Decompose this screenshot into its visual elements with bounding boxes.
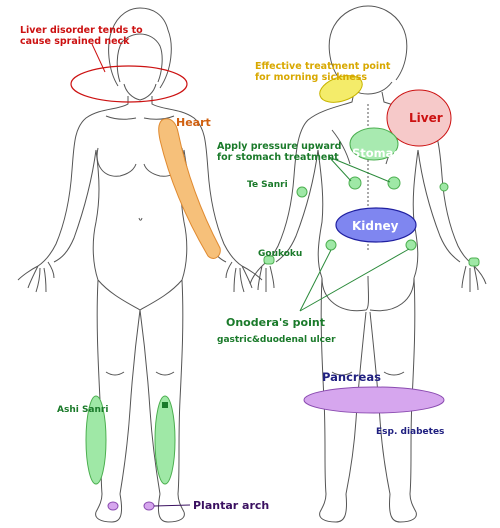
plantar-point-left: [107, 501, 119, 511]
plantar-leader: [153, 504, 191, 507]
label-onodera: Onodera's point: [226, 316, 325, 329]
stomach-point-left: [348, 176, 362, 190]
liver-zone: [386, 89, 452, 147]
label-morning-1: Effective treatment point: [255, 61, 391, 72]
stomach-point-right: [387, 176, 401, 190]
ashi-sanri-zone-right: [154, 395, 176, 485]
label-stomach-2: for stomach treatment: [217, 152, 339, 163]
label-pancreas: Pancreas: [322, 370, 381, 384]
label-liver: Liver: [409, 111, 443, 125]
plantar-point-right: [143, 501, 155, 511]
label-stomach: Stomach: [352, 146, 408, 160]
goukoku-point-right: [468, 257, 480, 267]
label-goukoku: Goukoku: [258, 249, 302, 259]
back-body-outline: [249, 5, 487, 523]
leader-lines: [299, 156, 410, 312]
stomach-zone: [349, 127, 399, 161]
label-te-sanri: Te Sanri: [247, 180, 288, 190]
label-morning-2: for morning sickness: [255, 72, 367, 83]
label-stomach-1: Apply pressure upward: [217, 141, 341, 152]
label-liver-neck-1: Liver disorder tends to: [20, 25, 143, 36]
onodera-point-right: [405, 239, 417, 251]
front-body-outline: [17, 7, 263, 523]
pancreas-zone: [303, 386, 445, 414]
morning-sickness-zone: [319, 75, 363, 103]
heart-meridian-zone: [158, 118, 221, 259]
label-liver-neck-2: cause sprained neck: [20, 36, 130, 47]
te-sanri-point-right: [439, 182, 449, 192]
ashi-sanri-point: [162, 402, 168, 408]
label-kidney: Kidney: [352, 219, 399, 233]
label-ashi-sanri: Ashi Sanri: [57, 405, 108, 415]
label-heart: Heart: [176, 116, 211, 129]
goukoku-point-left: [263, 255, 275, 265]
label-ulcer: gastric&duodenal ulcer: [217, 335, 336, 345]
te-sanri-point-left: [296, 186, 308, 198]
onodera-point-left: [325, 239, 337, 251]
label-diabetes: Esp. diabetes: [376, 427, 444, 437]
neck-ring: [70, 65, 188, 103]
neck-leader: [91, 43, 106, 73]
ashi-sanri-zone-left: [85, 395, 107, 485]
kidney-zone: [335, 207, 417, 243]
label-plantar-arch: Plantar arch: [193, 499, 269, 512]
